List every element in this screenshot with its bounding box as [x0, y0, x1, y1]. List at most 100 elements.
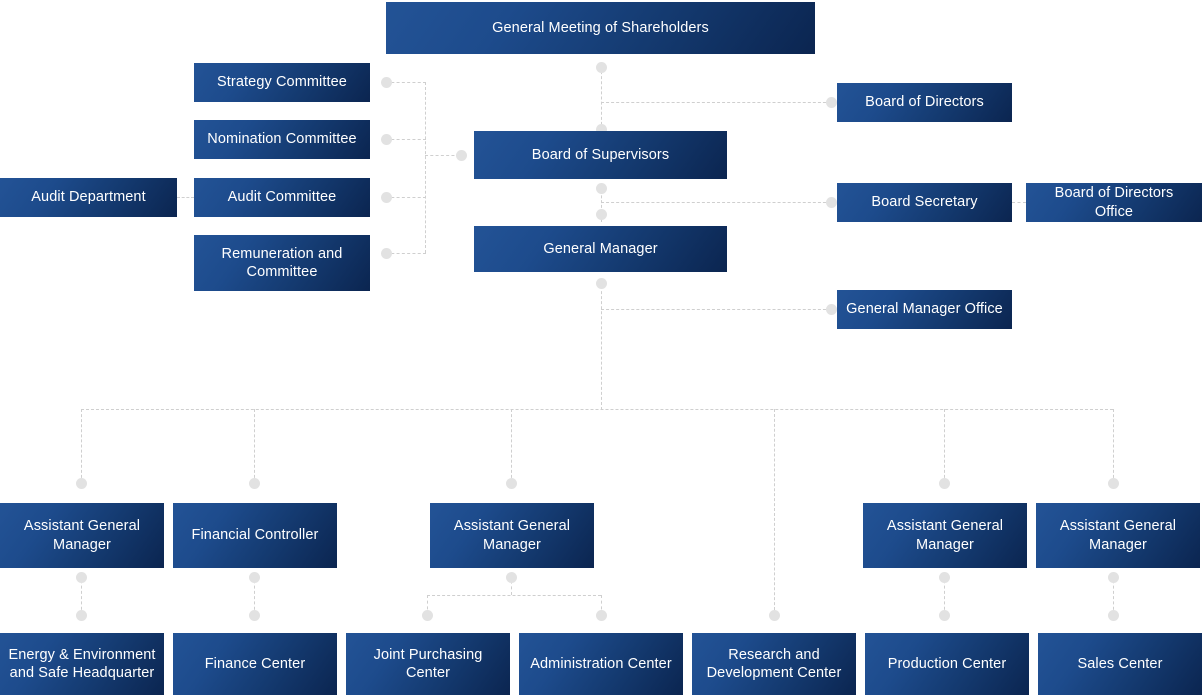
node-label: Financial Controller: [191, 527, 319, 544]
node-board-secretary[interactable]: Board Secretary: [837, 183, 1012, 222]
connector-dot-assistant-gm-2: [506, 478, 517, 489]
connector-dot-strategy-committee: [381, 77, 392, 88]
connector-dot-bos-top: [596, 124, 607, 135]
connector-drop-assistant-gm-4: [1113, 409, 1114, 483]
connector-dot-agm2-bottom: [506, 572, 517, 583]
connector-agm2-to-administration: [601, 595, 602, 615]
connector-committee-strategy: [386, 82, 426, 83]
connector-dot-joint-purchasing-top: [422, 610, 433, 621]
connector-drop-research-development: [774, 409, 775, 615]
node-label: Finance Center: [204, 655, 306, 672]
connector-dot-research-development: [769, 610, 780, 621]
connector-dot-assistant-gm-4: [1108, 478, 1119, 489]
node-label: Board Secretary: [871, 194, 978, 211]
node-label: Board of Directors: [865, 94, 984, 111]
connector-dot-sales-top: [1108, 610, 1119, 621]
connector-agm2-split-bus: [427, 595, 601, 596]
node-general-meeting-of-shareholders[interactable]: General Meeting of Shareholders: [386, 2, 815, 54]
node-financial-controller[interactable]: Financial Controller: [173, 503, 337, 568]
connector-secretary-to-bdo: [1012, 202, 1026, 203]
connector-agm2-stem: [511, 575, 512, 595]
node-joint-purchasing-center[interactable]: Joint Purchasing Center: [346, 633, 510, 695]
connector-dot-energy-top: [76, 610, 87, 621]
node-label: Assistant General Manager: [23, 518, 141, 553]
node-label: Assistant General Manager: [886, 518, 1004, 553]
node-label: Production Center: [887, 655, 1007, 672]
connector-agm1-to-energy: [81, 575, 82, 615]
connector-dot-remuneration-committee: [381, 248, 392, 259]
node-assistant-general-manager-2[interactable]: Assistant General Manager: [430, 503, 594, 568]
connector-fc-to-finance: [254, 575, 255, 615]
node-remuneration-committee[interactable]: Remuneration and Committee: [194, 235, 370, 291]
connector-committee-remuneration: [386, 253, 426, 254]
connector-committee-bus-vertical: [425, 82, 426, 253]
connector-gm-spine-lower: [601, 281, 602, 410]
connector-committee-audit: [386, 197, 426, 198]
node-label: General Meeting of Shareholders: [492, 19, 709, 36]
node-label: Joint Purchasing Center: [373, 646, 483, 681]
connector-drop-financial-controller: [254, 409, 255, 483]
connector-dot-audit-committee: [381, 192, 392, 203]
connector-to-board-of-directors: [601, 102, 831, 103]
node-label: General Manager: [543, 240, 658, 257]
node-label: Sales Center: [1077, 655, 1163, 672]
node-label: Nomination Committee: [207, 131, 357, 148]
node-assistant-general-manager-3[interactable]: Assistant General Manager: [863, 503, 1027, 568]
node-administration-center[interactable]: Administration Center: [519, 633, 683, 695]
connector-dot-production-top: [939, 610, 950, 621]
node-assistant-general-manager-4[interactable]: Assistant General Manager: [1036, 503, 1200, 568]
connector-agm3-to-production: [944, 575, 945, 615]
connector-dot-agm1-bottom: [76, 572, 87, 583]
node-label: Board of Supervisors: [531, 146, 670, 163]
connector-dot-bos-bottom: [596, 183, 607, 194]
connector-dot-gm-office: [826, 304, 837, 315]
connector-drop-assistant-gm-1: [81, 409, 82, 483]
connector-dot-agm4-bottom: [1108, 572, 1119, 583]
connector-committee-nomination: [386, 139, 426, 140]
node-research-development-center[interactable]: Research and Development Center: [692, 633, 856, 695]
node-nomination-committee[interactable]: Nomination Committee: [194, 120, 370, 159]
node-strategy-committee[interactable]: Strategy Committee: [194, 63, 370, 102]
node-label: Administration Center: [530, 655, 672, 672]
node-label: Energy & Environment and Safe Headquarte…: [8, 646, 156, 681]
node-label: Assistant General Manager: [453, 518, 571, 553]
node-general-manager-office[interactable]: General Manager Office: [837, 290, 1012, 329]
node-audit-committee[interactable]: Audit Committee: [194, 178, 370, 217]
node-general-manager[interactable]: General Manager: [474, 226, 727, 272]
node-audit-department[interactable]: Audit Department: [0, 178, 177, 217]
connector-dot-gm-bottom: [596, 62, 607, 73]
connector-dot-assistant-gm-3: [939, 478, 950, 489]
connector-audit-dept-to-committee: [177, 197, 194, 198]
node-board-of-directors[interactable]: Board of Directors: [837, 83, 1012, 122]
connector-main-bus: [81, 409, 1113, 410]
connector-dot-agm3-bottom: [939, 572, 950, 583]
node-sales-center[interactable]: Sales Center: [1038, 633, 1202, 695]
connector-committee-bus-to-bos: [425, 155, 465, 156]
connector-dot-finance-top: [249, 610, 260, 621]
connector-dot-nomination-committee: [381, 134, 392, 145]
connector-dot-board-of-directors: [826, 97, 837, 108]
node-finance-center[interactable]: Finance Center: [173, 633, 337, 695]
node-board-of-supervisors[interactable]: Board of Supervisors: [474, 131, 727, 179]
connector-drop-assistant-gm-2: [511, 409, 512, 483]
node-label: Remuneration and Committee: [221, 245, 343, 280]
connector-to-board-secretary: [601, 202, 831, 203]
node-board-of-directors-office[interactable]: Board of Directors Office: [1026, 183, 1202, 222]
node-production-center[interactable]: Production Center: [865, 633, 1029, 695]
node-label: Research and Development Center: [706, 646, 842, 681]
connector-gm-spine-upper: [601, 66, 602, 130]
connector-bos-to-gm: [601, 186, 602, 222]
connector-dot-financial-controller: [249, 478, 260, 489]
connector-dot-gm-top: [596, 209, 607, 220]
connector-dot-board-secretary: [826, 197, 837, 208]
node-energy-environment-safe-headquarter[interactable]: Energy & Environment and Safe Headquarte…: [0, 633, 164, 695]
node-label: Audit Department: [31, 189, 146, 206]
node-assistant-general-manager-1[interactable]: Assistant General Manager: [0, 503, 164, 568]
node-label: Board of Directors Office: [1054, 185, 1174, 220]
connector-to-gm-office: [601, 309, 831, 310]
node-label: Assistant General Manager: [1059, 518, 1177, 553]
connector-dot-administration-top: [596, 610, 607, 621]
node-label: Strategy Committee: [217, 74, 347, 91]
connector-dot-fc-bottom: [249, 572, 260, 583]
connector-dot-bos-left: [456, 150, 467, 161]
